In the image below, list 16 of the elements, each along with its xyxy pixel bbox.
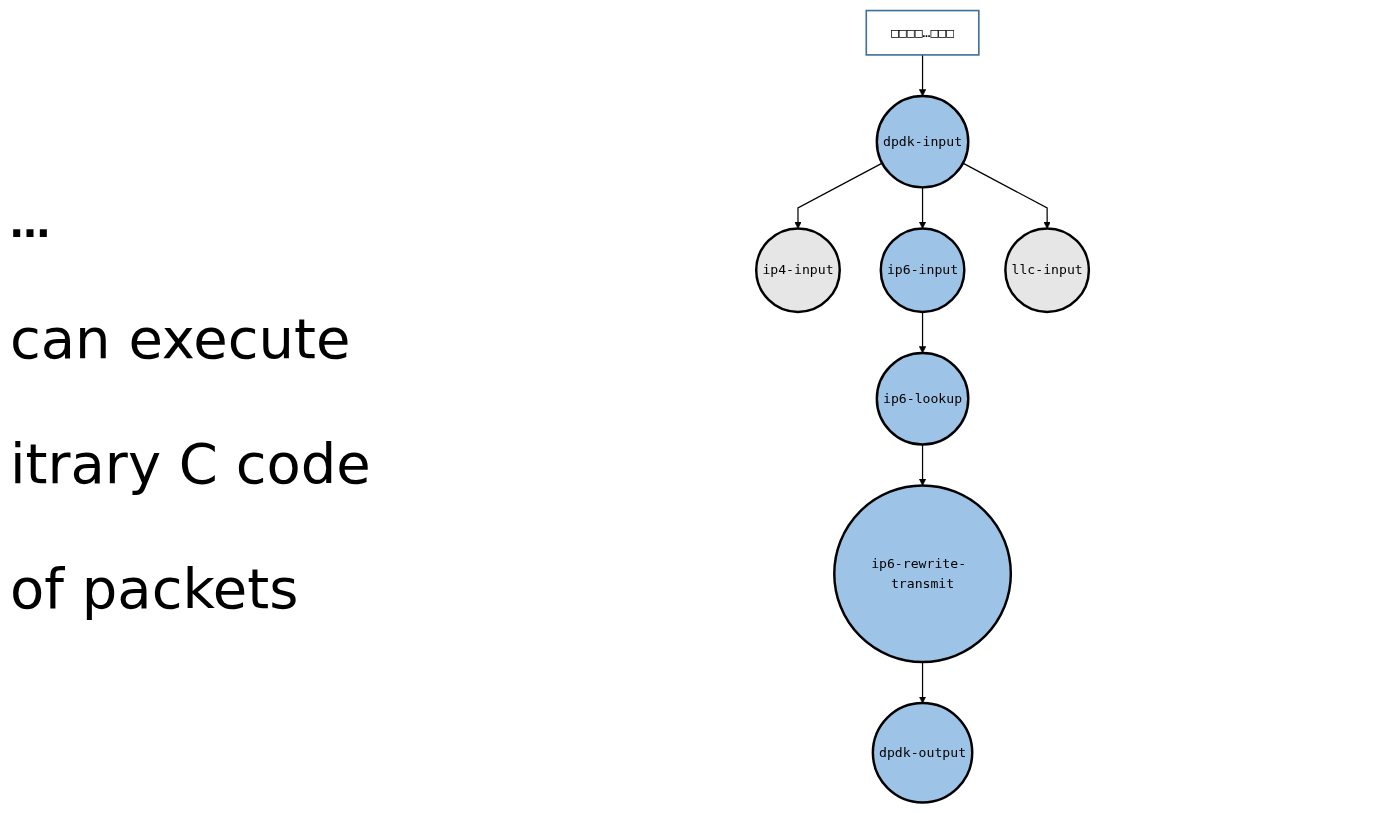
node-circle: ip6-rewrite- transmit: [833, 484, 1013, 664]
arrow: [919, 54, 927, 97]
arrow: [919, 311, 927, 354]
node-circle: ip4-input: [755, 227, 842, 314]
node-circle: ip6-lookup: [876, 351, 970, 446]
node-circle: dpdk-output: [872, 701, 974, 804]
node-box: □□□□…□□□: [865, 9, 981, 56]
slide-text: itrary C code: [10, 431, 372, 496]
node-circle: dpdk-input: [876, 94, 970, 189]
node-circle: ip6-input: [880, 227, 966, 314]
arrow: [962, 162, 1052, 229]
slide-text: can execute: [10, 306, 352, 371]
arrow: [919, 661, 927, 704]
node-circle: llc-input: [1004, 227, 1091, 314]
ellipsis-mark: …: [10, 200, 51, 246]
slide-text: of packets: [10, 556, 300, 621]
